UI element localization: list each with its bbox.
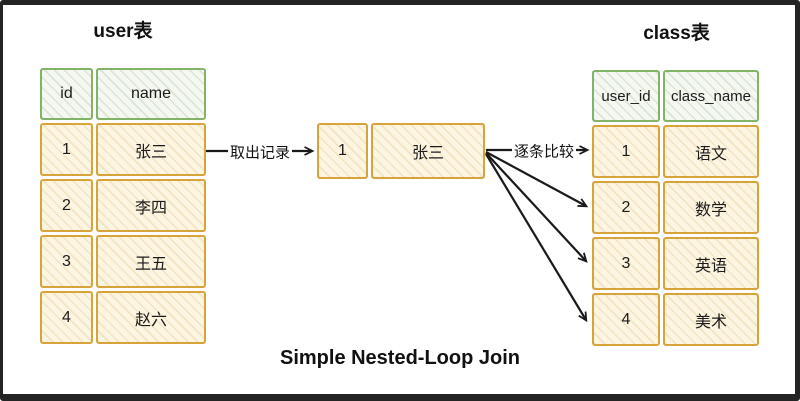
current-record-name: 张三 [371, 123, 485, 179]
diagram-caption: Simple Nested-Loop Join [279, 347, 521, 369]
fetch-record-label: 取出记录 [227, 141, 293, 163]
user-row4-name: 赵六 [96, 291, 206, 344]
compare-arrow-row4 [485, 153, 588, 323]
current-record-row: 1 张三 [317, 123, 485, 179]
user-row2-id: 2 [40, 179, 93, 232]
class-row1-class-name: 语文 [663, 125, 759, 178]
class-row4-user-id: 4 [592, 293, 660, 346]
class-table-header-row: user_id class_name [592, 70, 759, 122]
class-table: user_id class_name 1 语文 2 数学 3 英语 4 美术 [592, 70, 759, 346]
user-row3-id: 3 [40, 235, 93, 288]
compare-arrow-row3 [485, 152, 588, 263]
table-row: 1 语文 [592, 125, 759, 178]
user-table-header-id: id [40, 68, 93, 120]
class-table-title: class表 [643, 23, 710, 44]
class-row3-user-id: 3 [592, 237, 660, 290]
compare-label: 逐条比较 [511, 140, 577, 162]
table-row: 1 张三 [40, 123, 206, 176]
table-row: 4 美术 [592, 293, 759, 346]
class-row2-class-name: 数学 [663, 181, 759, 234]
table-row: 2 李四 [40, 179, 206, 232]
table-row: 3 王五 [40, 235, 206, 288]
table-row: 4 赵六 [40, 291, 206, 344]
class-row1-user-id: 1 [592, 125, 660, 178]
user-table-header-name: name [96, 68, 206, 120]
current-record-id: 1 [317, 123, 368, 179]
current-record-box: 1 张三 [317, 123, 485, 179]
table-row: 3 英语 [592, 237, 759, 290]
class-row2-user-id: 2 [592, 181, 660, 234]
user-table-header-row: id name [40, 68, 206, 120]
table-row: 2 数学 [592, 181, 759, 234]
user-row1-name: 张三 [96, 123, 206, 176]
user-row1-id: 1 [40, 123, 93, 176]
user-table: id name 1 张三 2 李四 3 王五 4 赵六 [40, 68, 206, 344]
class-row4-class-name: 美术 [663, 293, 759, 346]
class-row3-class-name: 英语 [663, 237, 759, 290]
user-row2-name: 李四 [96, 179, 206, 232]
class-table-header-user-id: user_id [592, 70, 660, 122]
user-row3-name: 王五 [96, 235, 206, 288]
user-row4-id: 4 [40, 291, 93, 344]
user-table-title: user表 [93, 21, 153, 42]
class-table-header-class-name: class_name [663, 70, 759, 122]
